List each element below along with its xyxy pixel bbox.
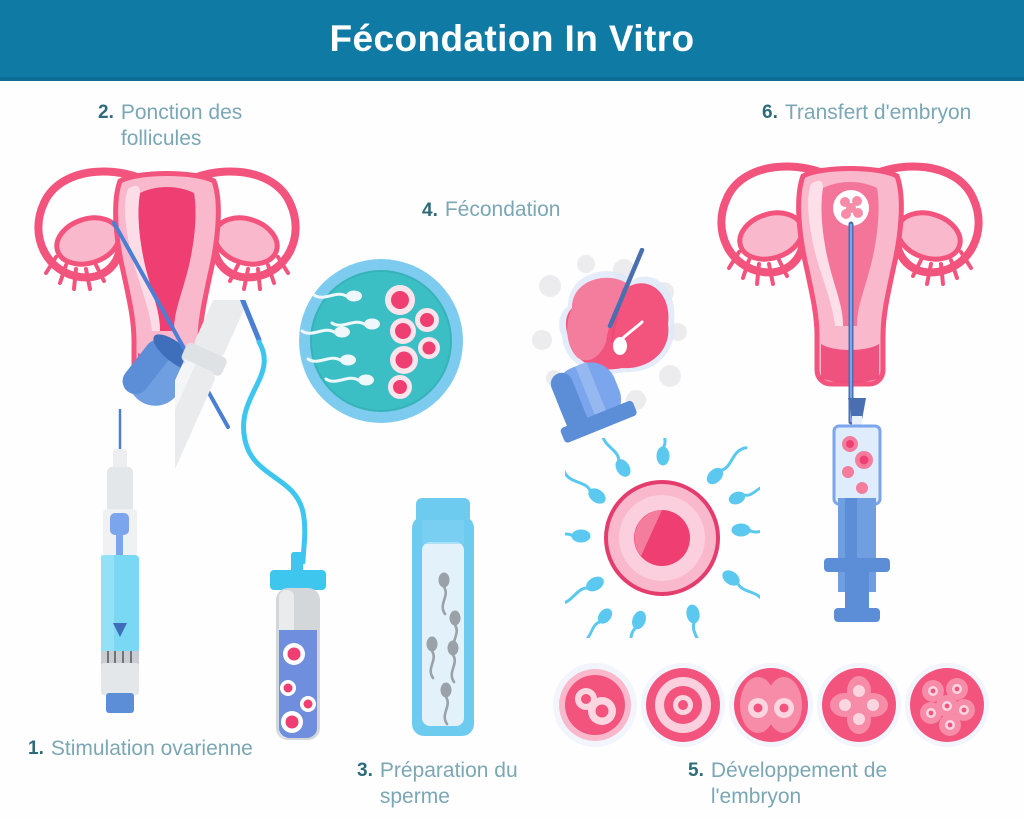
embryo-transfer-syringe-illustration — [812, 398, 902, 628]
embryo-stage-3 — [729, 663, 813, 747]
uterus-with-aspiration-needle-illustration — [22, 145, 312, 435]
step-label-3: 3. Préparation du sperme — [357, 758, 587, 810]
step-number-1: 1. — [28, 738, 44, 759]
follicle-collection-tube-illustration — [258, 552, 338, 752]
embryo-stage-4 — [817, 663, 901, 747]
step-text-3: Préparation du sperme — [379, 759, 518, 808]
step-text-2: Ponction des follicules — [120, 101, 243, 150]
step-number-3: 3. — [357, 760, 373, 781]
step-label-1: 1. Stimulation ovarienne — [28, 736, 258, 762]
fertilization-egg-and-sperm-illustration — [565, 438, 760, 638]
step-number-4: 4. — [422, 200, 438, 221]
step-number-2: 2. — [98, 102, 114, 123]
ultrasound-probe-handle-illustration — [175, 300, 335, 600]
step-label-5: 5. Développement de l'embryon — [688, 758, 948, 810]
icsi-microinjection-illustration — [528, 248, 698, 443]
header-underline — [0, 77, 1024, 81]
step-label-2: 2. Ponction des follicules — [98, 100, 328, 152]
step-text-4: Fécondation — [444, 198, 561, 221]
uterus-with-embryo-transfer-illustration — [705, 140, 995, 430]
embryo-stage-1 — [553, 663, 637, 747]
step-text-5: Développement de l'embryon — [710, 759, 888, 808]
step-label-6: 6. Transfert d'embryon — [762, 100, 992, 126]
embryo-stage-5 — [905, 663, 989, 747]
embryo-stage-2 — [641, 663, 725, 747]
header-banner: Fécondation In Vitro — [0, 0, 1024, 77]
embryo-development-stages-illustration — [552, 658, 992, 753]
step-text-6: Transfert d'embryon — [784, 101, 972, 124]
step-label-4: 4. Fécondation — [422, 197, 672, 224]
petri-dish-illustration — [296, 256, 466, 426]
step-text-1: Stimulation ovarienne — [50, 737, 253, 760]
step-number-6: 6. — [762, 102, 778, 123]
hormone-injection-pen-illustration — [85, 405, 155, 715]
sperm-sample-tube-illustration — [400, 492, 486, 742]
page-title: Fécondation In Vitro — [329, 17, 695, 59]
step-number-5: 5. — [688, 760, 704, 781]
